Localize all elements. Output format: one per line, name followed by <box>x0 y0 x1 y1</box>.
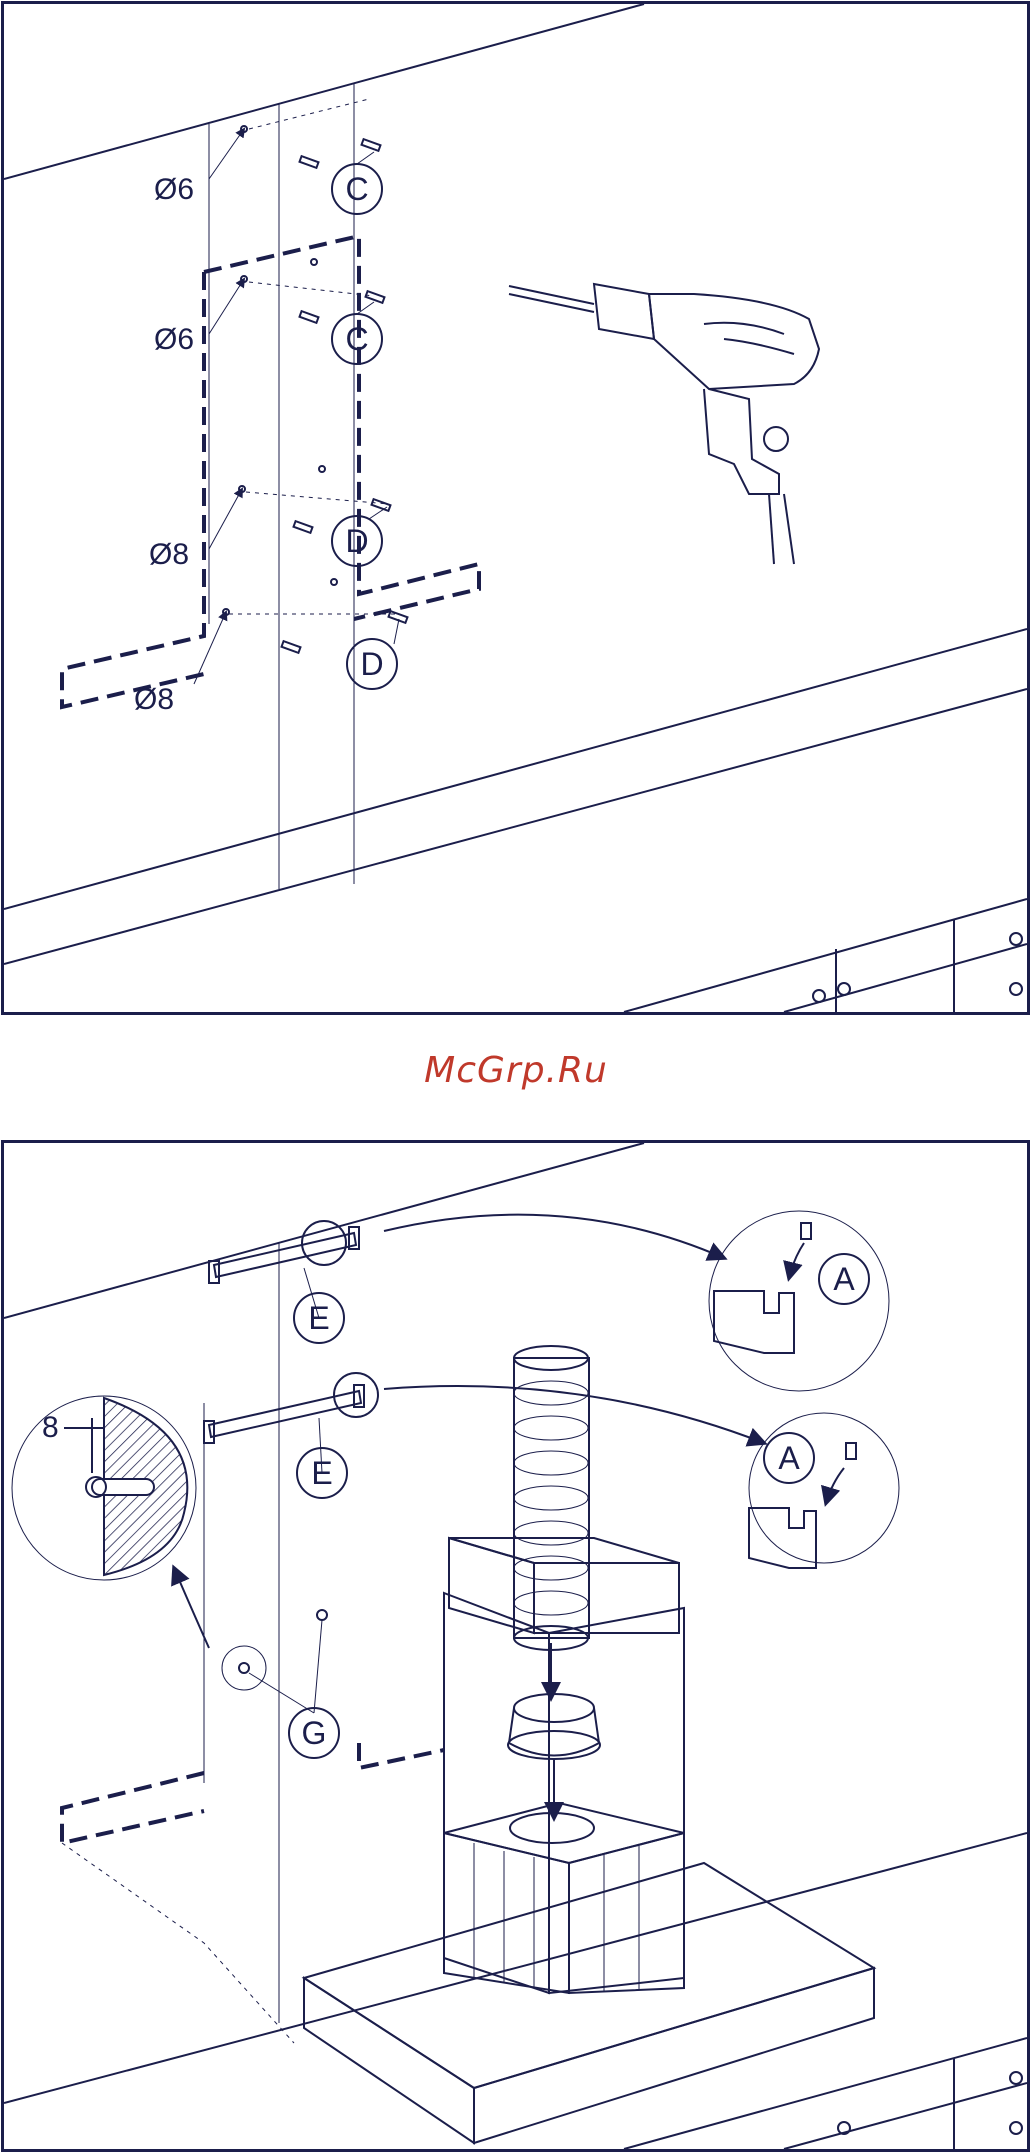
bracket-e-lower <box>204 1373 378 1443</box>
hood-projection-line <box>62 1843 294 2043</box>
cabinet-line <box>624 2038 1027 2149</box>
diameter-label: Ø6 <box>154 323 194 356</box>
hole-marker <box>331 579 337 585</box>
diameter-label: Ø6 <box>154 173 194 206</box>
detail-arrow <box>384 1215 724 1258</box>
cabinet-top-line <box>4 629 1027 909</box>
callout-g: G <box>249 1620 339 1758</box>
callout-d-1: D <box>332 507 387 566</box>
hole-marker <box>311 259 317 265</box>
callout-e-1: E <box>294 1268 344 1343</box>
bottom-illustration-panel: E E A A <box>1 1140 1030 2152</box>
alignment-line <box>249 99 369 129</box>
cabinet-knob <box>1010 933 1022 945</box>
wall-bottom-line <box>4 689 1027 964</box>
top-illustration-panel: Ø6 Ø6 Ø8 Ø8 C C D D <box>1 1 1030 1015</box>
cabinet-knob <box>1010 2072 1022 2084</box>
detail-arrow <box>384 1386 764 1443</box>
screw-icon <box>239 1663 249 1673</box>
diameter-leader <box>194 612 226 684</box>
callout-letter: D <box>345 523 368 559</box>
wall-plug-icon <box>294 521 313 533</box>
watermark-text: McGrp.Ru <box>0 1050 1032 1091</box>
electric-drill-icon <box>509 284 819 564</box>
zoom-detail-section: 8 <box>12 1396 196 1580</box>
wall-plug-icon <box>300 311 319 323</box>
diameter-leader <box>209 489 242 549</box>
diameter-leader <box>209 129 244 179</box>
screw-icon <box>317 1610 327 1620</box>
hood-canopy <box>304 1863 874 2143</box>
bracket-e-upper <box>209 1221 359 1283</box>
screw-highlight <box>222 1646 266 1690</box>
alignment-line <box>246 492 389 504</box>
callout-c-2: C <box>332 302 382 364</box>
bottom-illustration-drawing: E E A A <box>4 1143 1027 2149</box>
wall-plug-icon <box>362 139 381 151</box>
dimension-label: 8 <box>42 1411 59 1444</box>
diameter-leader <box>209 279 244 334</box>
wall-plug-icon <box>372 499 391 511</box>
callout-d-2: D <box>347 619 399 689</box>
callout-letter: A <box>778 1440 800 1476</box>
diameter-label: Ø8 <box>149 538 189 571</box>
wall-plug-icon <box>282 641 301 653</box>
cabinet-knob-4 <box>813 990 825 1002</box>
callout-c-1: C <box>332 152 382 214</box>
callout-letter: A <box>833 1261 855 1297</box>
zoom-detail-a-lower: A <box>749 1413 899 1568</box>
wall-plug-icon <box>366 291 385 303</box>
hole-marker <box>319 466 325 472</box>
hood-outline-upper <box>359 1743 444 1768</box>
diameter-label: Ø8 <box>134 683 174 716</box>
ceiling-line <box>4 4 644 179</box>
cabinet-knob-3 <box>838 983 850 995</box>
reducer-ring <box>508 1694 600 1759</box>
callout-letter: C <box>345 321 368 357</box>
callout-letter: E <box>308 1300 329 1336</box>
cabinet-line-2 <box>784 2083 1027 2149</box>
chimney-upper <box>449 1538 679 1633</box>
cabinet-knob-2 <box>1010 2122 1022 2134</box>
callout-letter: D <box>360 646 383 682</box>
ceiling-line <box>4 1143 644 1318</box>
hood-outline-lower <box>62 1773 204 1843</box>
motor-housing <box>444 1803 684 1993</box>
zoom-detail-a-upper: A <box>709 1211 889 1391</box>
wall-plug-icon <box>300 156 319 168</box>
callout-e-2: E <box>297 1418 347 1498</box>
callout-letter: E <box>311 1455 332 1491</box>
callout-letter: C <box>345 171 368 207</box>
alignment-line <box>249 282 374 296</box>
wall-plug-icon <box>389 611 408 623</box>
cabinet-knob-2 <box>1010 983 1022 995</box>
callout-letter: G <box>302 1715 327 1751</box>
top-illustration-drawing: Ø6 Ø6 Ø8 Ø8 C C D D <box>4 4 1027 1012</box>
